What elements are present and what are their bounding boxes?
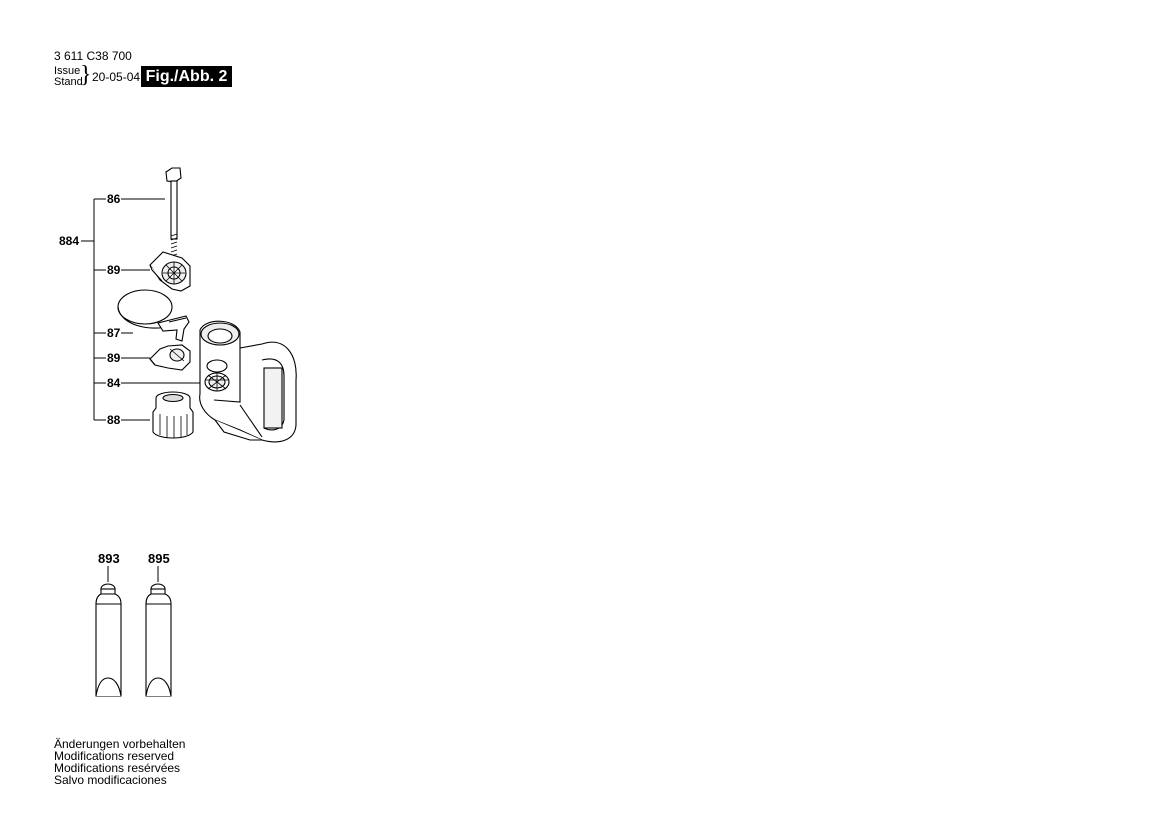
issue-label: Issue (54, 65, 81, 77)
note-de: Änderungen vorbehalten (54, 737, 186, 751)
clamp-piece-top (149, 251, 191, 292)
clamp-piece-bottom (149, 344, 191, 371)
issue-date: 20-05-04 (92, 70, 141, 84)
brace-symbol: } (80, 62, 92, 88)
callout-87: 87 (107, 326, 121, 340)
callout-88: 88 (107, 413, 121, 427)
callout-84: 84 (107, 376, 121, 390)
modification-notes: Änderungen vorbehalten Modifications res… (54, 738, 185, 786)
stand-label: Stand (54, 76, 83, 88)
leader-lines (81, 198, 207, 582)
figure-label: Fig./Abb. 2 (141, 66, 232, 87)
clamp-band (117, 289, 190, 342)
knob-part (152, 391, 194, 439)
note-es: Salvo modificaciones (54, 773, 167, 787)
document-number: 3 611 C38 700 (54, 49, 132, 63)
note-fr: Modifications resérvées (54, 761, 181, 775)
callout-884: 884 (59, 234, 80, 248)
callout-89-top: 89 (107, 263, 121, 277)
tube-895 (145, 583, 172, 697)
gear-ring (204, 359, 230, 392)
callout-893: 893 (98, 551, 120, 566)
callout-895: 895 (148, 551, 170, 566)
issue-stand-labels: Issue Stand (54, 66, 83, 88)
callout-89-bottom: 89 (107, 351, 121, 365)
note-en: Modifications reserved (54, 749, 175, 763)
bolt-part (165, 167, 182, 260)
callout-86: 86 (107, 192, 121, 206)
tube-893 (95, 583, 122, 697)
